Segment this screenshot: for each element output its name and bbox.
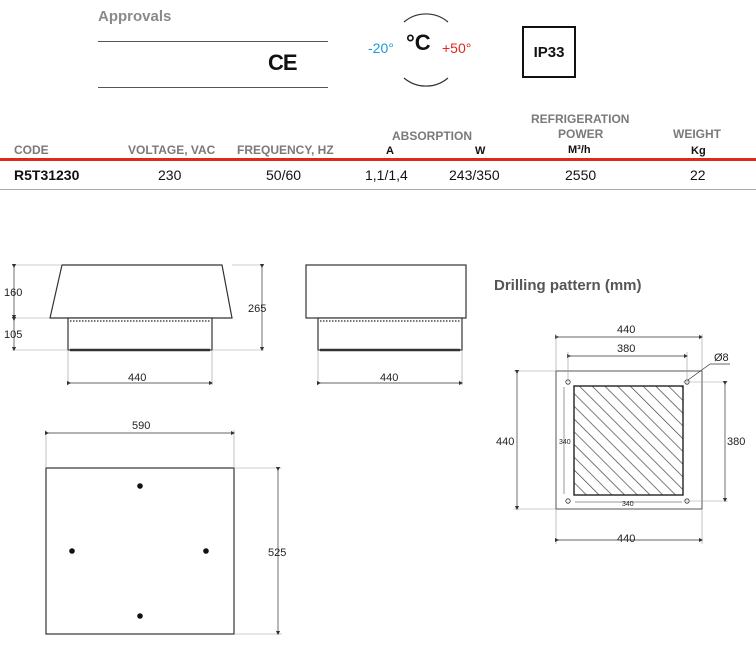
front-view-drawing xyxy=(11,263,265,386)
table-row-rule xyxy=(0,189,756,190)
row-refrigeration: 2550 xyxy=(565,167,597,183)
drill-inner-width-label: 380 xyxy=(617,343,635,355)
ip-rating-badge: IP33 xyxy=(522,26,576,78)
header-absorption: ABSORPTION xyxy=(392,129,473,143)
header-weight: WEIGHT xyxy=(673,127,721,141)
top-view-drawing xyxy=(44,430,282,636)
technical-drawings: 160 105 265 440 440 590 525 xyxy=(4,263,745,636)
header-code: CODE xyxy=(14,143,49,157)
header-voltage: VOLTAGE, VAC xyxy=(128,143,216,157)
temperature-max: +50° xyxy=(442,40,472,56)
drill-outer-width-top-label: 440 xyxy=(617,324,635,336)
temperature-unit: °C xyxy=(406,30,431,55)
temperature-range-icon xyxy=(403,13,449,87)
header-refrigeration-line2: POWER xyxy=(558,127,604,141)
ce-mark: CE xyxy=(268,50,298,75)
row-absorption-w: 243/350 xyxy=(449,167,500,183)
header-frequency: FREQUENCY, HZ xyxy=(237,143,334,157)
row-voltage: 230 xyxy=(158,167,182,183)
row-absorption-a: 1,1/1,4 xyxy=(365,167,408,183)
row-code: R5T31230 xyxy=(14,167,80,183)
drill-inner-height-left-label: 340 xyxy=(559,439,571,446)
top-depth-label: 525 xyxy=(268,547,286,559)
header-absorption-w: W xyxy=(475,145,486,157)
drilling-pattern-drawing xyxy=(514,334,730,544)
side-width-label: 440 xyxy=(380,372,398,384)
drill-inner-height-right-label: 380 xyxy=(727,436,745,448)
row-weight: 22 xyxy=(690,167,706,183)
temperature-min: -20° xyxy=(368,40,394,56)
approvals-top-rule xyxy=(98,41,328,42)
drill-outer-width-bottom-label: 440 xyxy=(617,533,635,545)
header-refrigeration-unit: M³/h xyxy=(568,144,591,156)
front-height-top-label: 160 xyxy=(4,287,22,299)
header-refrigeration-line1: REFRIGERATION xyxy=(531,112,630,126)
drilling-pattern-title: Drilling pattern (mm) xyxy=(494,277,642,294)
drill-outer-height-label: 440 xyxy=(496,436,514,448)
row-frequency: 50/60 xyxy=(266,167,302,183)
front-height-bottom-label: 105 xyxy=(4,329,22,341)
approvals-title: Approvals xyxy=(98,8,172,25)
side-view-drawing xyxy=(305,264,467,386)
approvals-bottom-rule xyxy=(98,87,328,88)
header-absorption-a: A xyxy=(386,145,394,157)
drill-cut-width-label: 340 xyxy=(622,501,634,508)
top-width-label: 590 xyxy=(132,420,150,432)
header-weight-unit: Kg xyxy=(691,145,706,157)
table-header-rule xyxy=(0,158,756,161)
front-total-height-label: 265 xyxy=(248,303,266,315)
front-width-label: 440 xyxy=(128,372,146,384)
drill-hole-diameter-label: Ø8 xyxy=(714,352,729,364)
